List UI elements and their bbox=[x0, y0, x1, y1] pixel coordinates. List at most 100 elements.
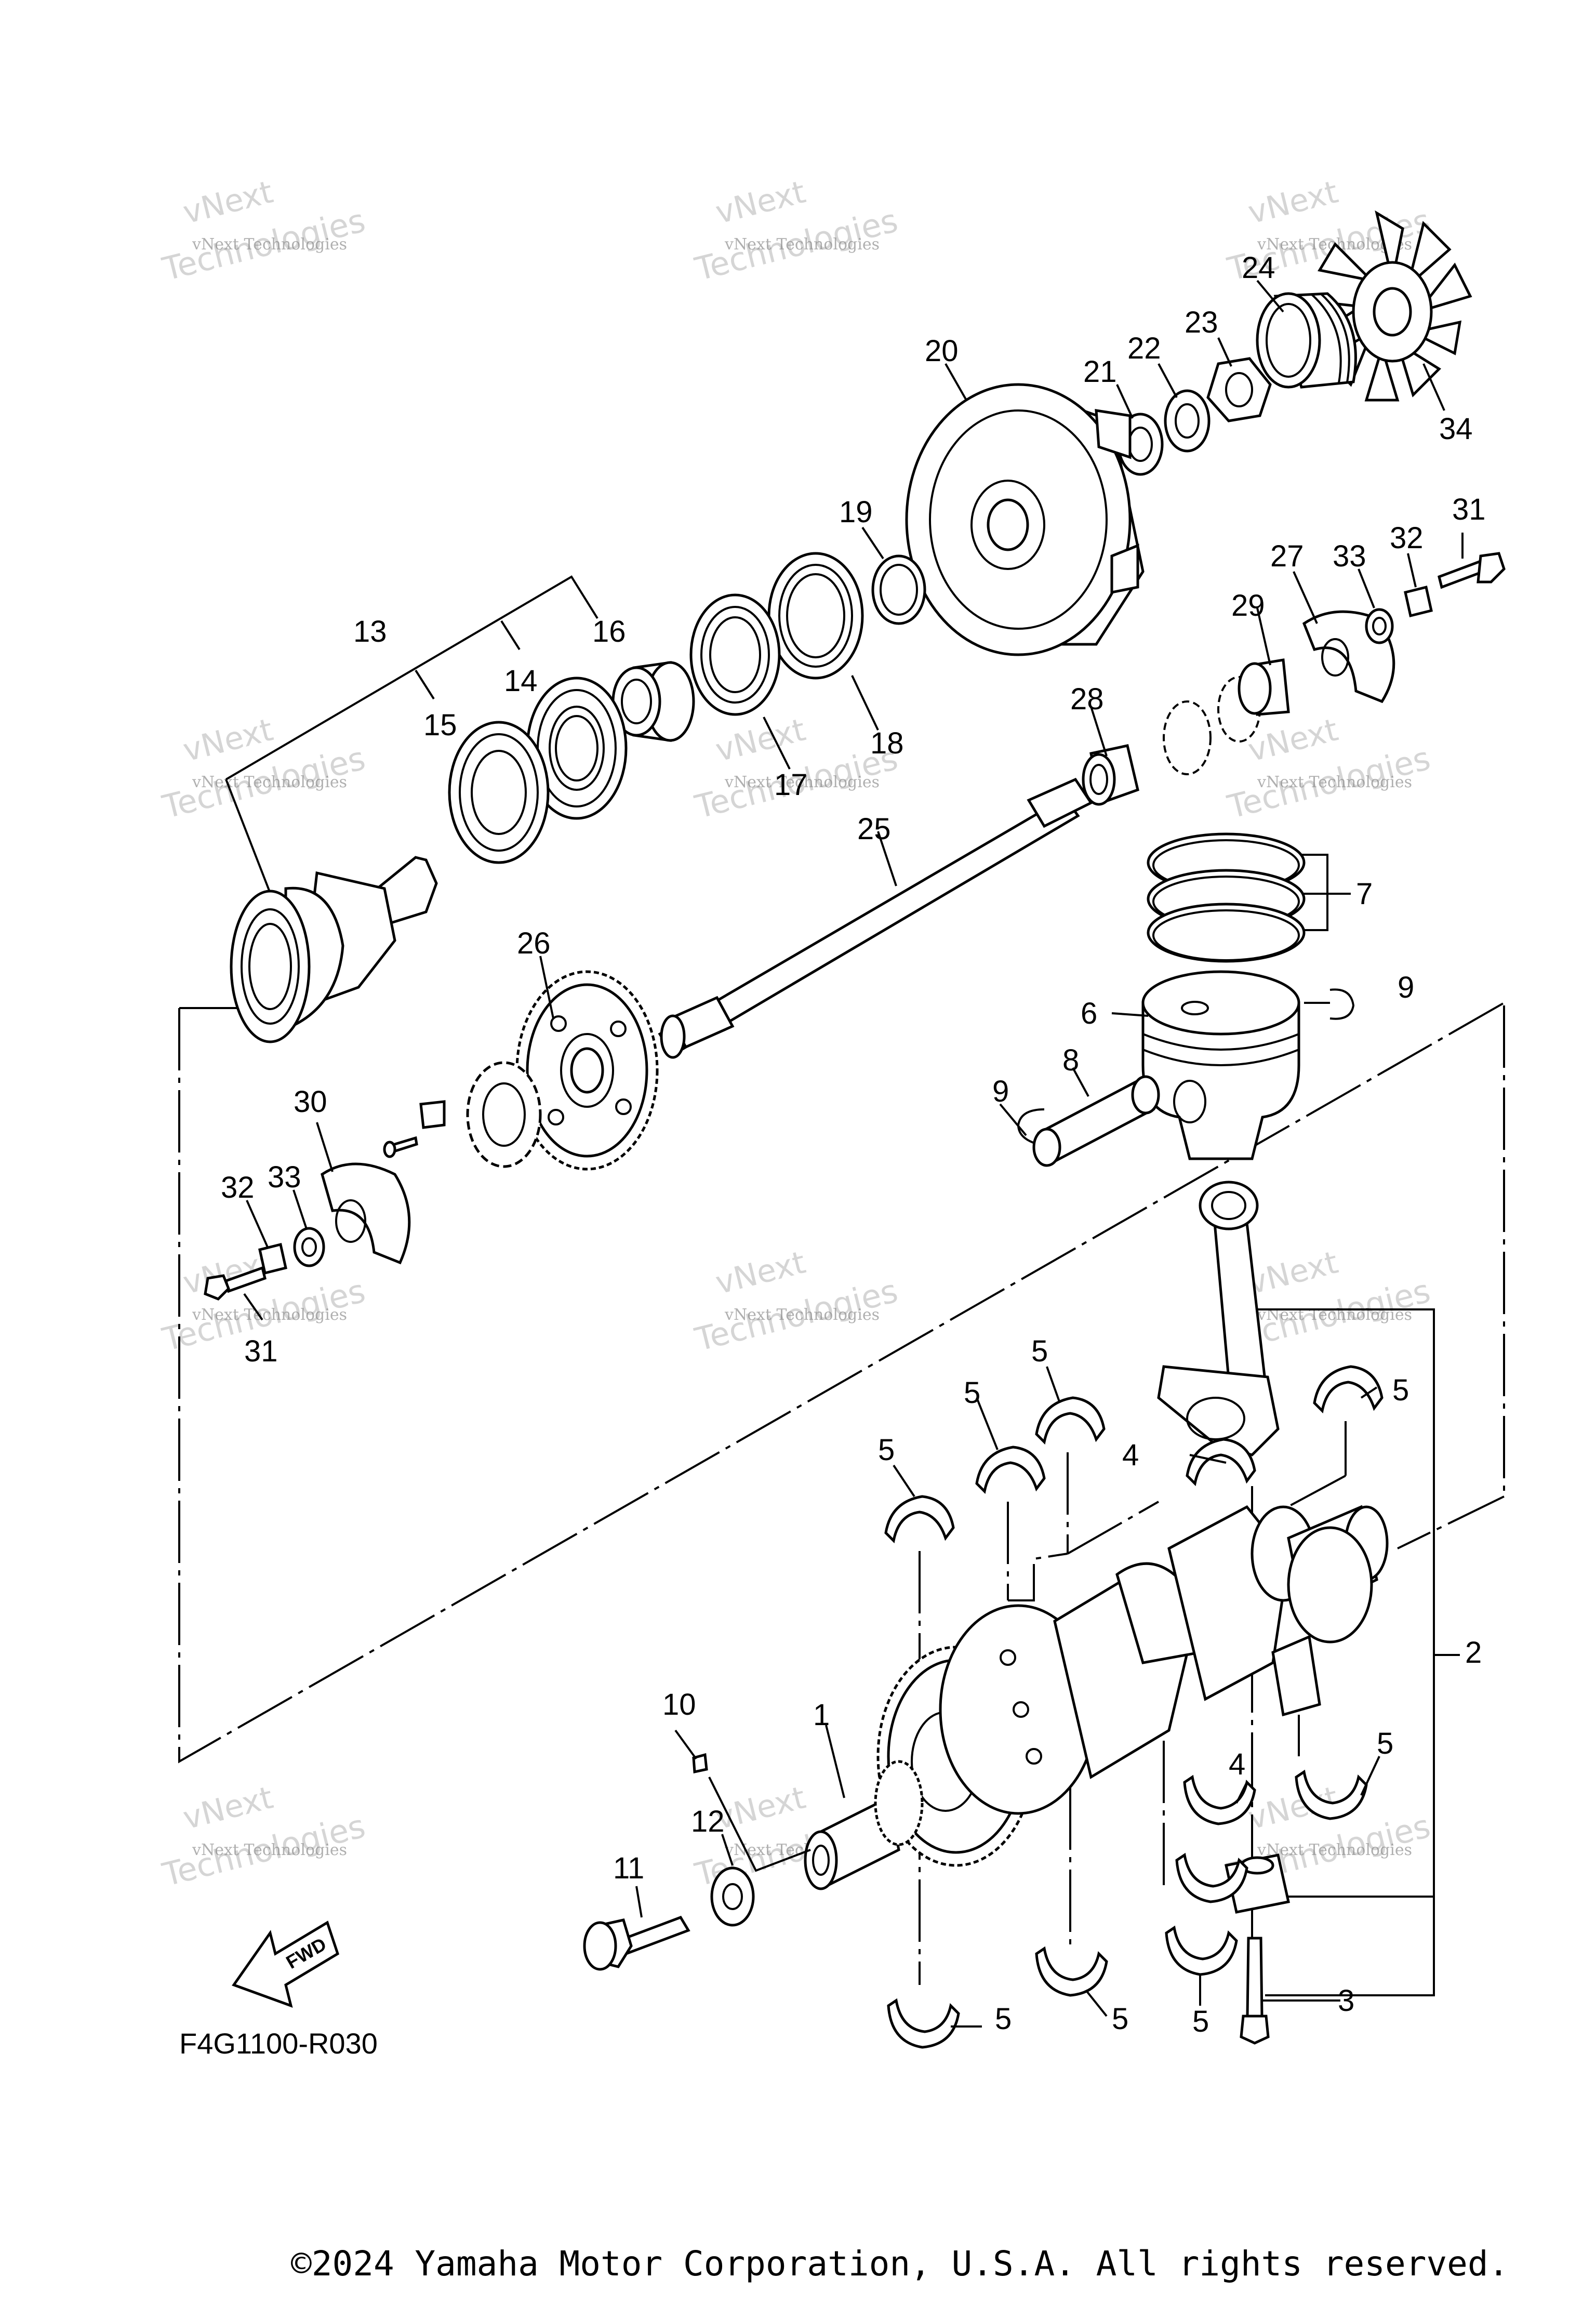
callout-16: 16 bbox=[592, 615, 626, 648]
part-20-flywheel bbox=[905, 383, 1145, 656]
part-5-bearing-shell bbox=[975, 1446, 1046, 1494]
svg-text:vNext: vNext bbox=[180, 712, 277, 769]
callout-34: 34 bbox=[1439, 412, 1473, 446]
part-33-washer-lower bbox=[293, 1227, 325, 1267]
callout-7: 7 bbox=[1356, 877, 1373, 911]
svg-text:vNext Technologies: vNext Technologies bbox=[192, 235, 347, 254]
callout-14: 14 bbox=[504, 664, 538, 698]
svg-text:vNext Technologies: vNext Technologies bbox=[1257, 1841, 1412, 1859]
svg-text:vNext: vNext bbox=[712, 1780, 809, 1837]
callout-4-lower: 4 bbox=[1229, 1747, 1245, 1781]
callout-5-e: 5 bbox=[1377, 1727, 1393, 1760]
part-5-bearing-shell bbox=[1035, 1396, 1106, 1445]
callout-22: 22 bbox=[1127, 332, 1161, 365]
part-5-bearing-shell bbox=[1165, 1925, 1238, 1976]
callout-25: 25 bbox=[857, 812, 891, 846]
part-small-clip bbox=[419, 1100, 446, 1129]
part-22-washer bbox=[1164, 389, 1211, 453]
callout-30: 30 bbox=[294, 1085, 327, 1119]
callout-24: 24 bbox=[1242, 251, 1275, 285]
callout-1: 1 bbox=[813, 1698, 830, 1732]
part-4-bearing-shell bbox=[1183, 1774, 1256, 1825]
part-1-crankshaft bbox=[804, 1505, 1389, 1890]
callout-27: 27 bbox=[1270, 539, 1304, 573]
callout-8: 8 bbox=[1062, 1043, 1079, 1077]
leader-lines bbox=[243, 280, 1464, 2028]
callout-33-lower: 33 bbox=[268, 1160, 301, 1194]
part-5-bearing-shell bbox=[1035, 1946, 1108, 1997]
part-18-oil-seal bbox=[767, 552, 864, 680]
part-33-washer-upper bbox=[1365, 608, 1394, 644]
part-11-bolt bbox=[583, 1915, 690, 1971]
svg-text:vNext: vNext bbox=[712, 1244, 809, 1302]
copyright-footer: ©2024 Yamaha Motor Corporation, U.S.A. A… bbox=[291, 2244, 1509, 2284]
part-lower-rod-shell bbox=[1175, 1852, 1248, 1903]
part-32-clip-upper bbox=[1404, 585, 1433, 618]
callout-9-upper: 9 bbox=[1398, 971, 1414, 1004]
svg-text:vNext Technologies: vNext Technologies bbox=[1257, 773, 1412, 791]
callout-29: 29 bbox=[1231, 589, 1265, 622]
part-14-bearing bbox=[526, 677, 628, 820]
watermark: vNext vNext Technologies Technologies bbox=[691, 174, 901, 288]
part-23-nut bbox=[1206, 357, 1272, 422]
callout-28: 28 bbox=[1070, 682, 1104, 716]
part-16-collar bbox=[611, 661, 695, 742]
callout-12: 12 bbox=[691, 1805, 725, 1838]
part-12-washer bbox=[710, 1866, 755, 1927]
part-28-needle-bearing bbox=[1082, 744, 1139, 806]
part-connecting-rod bbox=[1157, 1181, 1280, 1456]
part-6-piston bbox=[1141, 970, 1300, 1160]
callout-26: 26 bbox=[517, 926, 551, 960]
part-15-bearing bbox=[448, 721, 550, 864]
part-19-washer bbox=[871, 554, 926, 625]
svg-text:vNext Technologies: vNext Technologies bbox=[724, 1306, 880, 1324]
svg-text:vNext Technologies: vNext Technologies bbox=[724, 235, 880, 254]
callout-5-d: 5 bbox=[878, 1433, 895, 1467]
callout-5-c: 5 bbox=[1392, 1373, 1409, 1407]
callout-labels: 20 21 22 23 24 34 19 31 32 33 27 29 13 1… bbox=[221, 251, 1486, 2038]
svg-text:vNext: vNext bbox=[180, 174, 277, 231]
part-30-lever bbox=[321, 1162, 411, 1265]
callout-10: 10 bbox=[662, 1688, 696, 1721]
svg-text:vNext: vNext bbox=[1245, 712, 1342, 769]
callout-5-g: 5 bbox=[1112, 2002, 1128, 2036]
callout-2: 2 bbox=[1465, 1636, 1482, 1670]
part-25-drive-shaft bbox=[658, 777, 1093, 1059]
svg-text:vNext Technologies: vNext Technologies bbox=[192, 1841, 347, 1859]
callout-4-upper: 4 bbox=[1122, 1438, 1139, 1472]
part-4-bearing-shell bbox=[1186, 1438, 1256, 1487]
fwd-arrow: FWD bbox=[232, 1920, 340, 2008]
callout-13: 13 bbox=[353, 615, 387, 648]
callout-5-a: 5 bbox=[1031, 1334, 1048, 1368]
callout-5-h: 5 bbox=[1192, 2005, 1209, 2038]
svg-text:vNext: vNext bbox=[712, 712, 809, 769]
callout-17: 17 bbox=[774, 768, 808, 802]
svg-text:vNext: vNext bbox=[712, 174, 809, 231]
part-small-screw bbox=[383, 1136, 418, 1158]
part-3-bolt bbox=[1240, 1937, 1270, 2045]
part-29-collar bbox=[1238, 658, 1290, 716]
callout-9-lower: 9 bbox=[992, 1075, 1009, 1108]
svg-text:vNext Technologies: vNext Technologies bbox=[724, 773, 880, 791]
part-31-bolt-lower bbox=[204, 1266, 267, 1301]
callout-3: 3 bbox=[1338, 1984, 1354, 2018]
diagram-code: F4G1100-R030 bbox=[179, 2027, 378, 2060]
part-32-clip-lower bbox=[258, 1242, 287, 1275]
svg-text:vNext: vNext bbox=[1245, 1244, 1342, 1302]
part-5-bearing-shell bbox=[884, 1495, 955, 1544]
callout-31-lower: 31 bbox=[244, 1334, 278, 1368]
part-5-bearing-shell bbox=[1313, 1365, 1384, 1414]
callout-31-upper: 31 bbox=[1452, 493, 1486, 526]
part-17-oil-seal bbox=[689, 593, 781, 716]
watermark: vNext vNext Technologies Technologies bbox=[158, 174, 369, 288]
part-7-piston-rings bbox=[1147, 832, 1306, 963]
part-8-piston-pin bbox=[1032, 1075, 1160, 1167]
part-gear-bearing bbox=[466, 1061, 542, 1168]
svg-text:vNext: vNext bbox=[180, 1780, 277, 1837]
callout-32-lower: 32 bbox=[221, 1171, 255, 1204]
watermark: vNext vNext Technologies Technologies bbox=[1223, 712, 1434, 826]
part-26-gear bbox=[515, 970, 659, 1171]
watermark: vNext vNext Technologies Technologies bbox=[158, 712, 369, 826]
callout-21: 21 bbox=[1083, 355, 1117, 389]
